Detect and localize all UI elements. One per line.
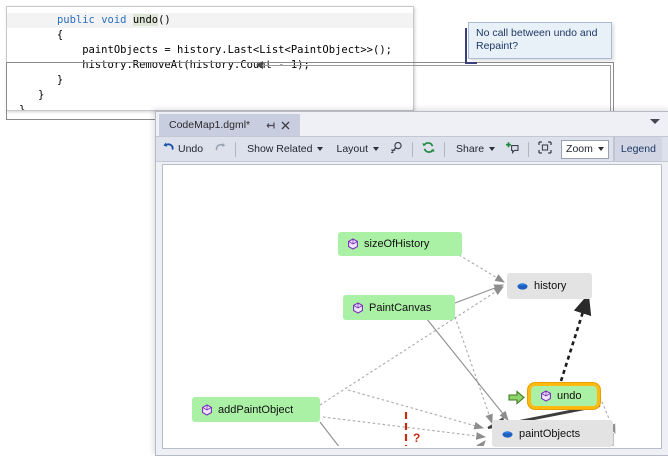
method-icon <box>201 403 213 416</box>
leader-line-horizontal <box>262 65 611 66</box>
zoom-label: Zoom <box>566 143 593 155</box>
toolbar-separator <box>412 141 414 157</box>
pin-icon[interactable] <box>264 119 277 132</box>
refresh-button[interactable] <box>416 139 441 159</box>
method-icon <box>540 390 552 402</box>
graph-node-paintcanvas[interactable]: PaintCanvas <box>343 295 455 320</box>
graph-node-label: history <box>534 280 567 292</box>
callout-note: No call between undo and Repaint? <box>468 22 612 59</box>
codemap-window: CodeMap1.dgml* Undo <box>155 111 668 456</box>
tab-strip: CodeMap1.dgml* <box>156 112 668 136</box>
method-icon <box>347 238 359 250</box>
legend-button[interactable]: Legend <box>614 137 662 161</box>
filter-button[interactable] <box>384 139 409 159</box>
toolbar-separator <box>444 141 446 157</box>
layout-label: Layout <box>336 143 369 155</box>
leader-arrowhead <box>256 61 263 69</box>
graph-node-undo[interactable]: undo <box>508 383 600 409</box>
redo-arrow-icon <box>213 141 227 158</box>
zoom-dropdown[interactable]: Zoom <box>561 139 609 159</box>
tab-label: CodeMap1.dgml* <box>169 119 251 131</box>
graph-node-label: undo <box>557 390 582 402</box>
graph-node-paintobjects[interactable]: paintObjects <box>492 420 613 447</box>
show-related-label: Show Related <box>247 143 313 155</box>
graph-node-addpaintobject[interactable]: addPaintObject <box>192 397 320 422</box>
graph-node-label: PaintCanvas <box>369 301 432 314</box>
show-related-button[interactable]: Show Related <box>239 139 328 159</box>
fit-to-screen-icon <box>537 140 553 158</box>
undo-label: Undo <box>178 143 204 155</box>
field-icon <box>501 428 514 440</box>
graph-node-label: paintObjects <box>519 427 581 440</box>
toolbar-divider <box>612 137 615 161</box>
graph-node-label: sizeOfHistory <box>364 238 430 250</box>
graph-canvas[interactable]: sizeOfHistory history PaintCanvas und <box>162 164 662 449</box>
share-button[interactable]: Share <box>448 139 500 159</box>
refresh-icon <box>421 140 436 158</box>
field-icon <box>516 280 529 292</box>
redo-button[interactable] <box>208 139 232 159</box>
layout-button[interactable]: Layout <box>328 139 384 159</box>
code-line: } <box>19 104 26 111</box>
code-line: public void undo() <box>7 13 413 28</box>
callout-tail-foot <box>465 62 477 64</box>
filter-search-icon <box>389 140 404 158</box>
tab-codemap1-dgml[interactable]: CodeMap1.dgml* <box>159 114 301 136</box>
code-editor-panel[interactable]: public void undo() { paintObjects = hist… <box>6 6 414 111</box>
code-line: { <box>19 29 64 41</box>
graph-node-sizeofhistory[interactable]: sizeOfHistory <box>338 232 462 256</box>
callout-tail <box>465 28 467 64</box>
method-icon <box>352 301 364 314</box>
toolbar-separator <box>528 141 530 157</box>
add-comment-icon <box>505 140 520 158</box>
graph-node-label: addPaintObject <box>218 403 294 416</box>
chevron-down-icon <box>317 147 324 151</box>
code-lines: public void undo() { paintObjects = hist… <box>7 13 413 111</box>
chevron-down-icon <box>489 147 496 151</box>
undo-button[interactable]: Undo <box>156 139 208 159</box>
toolbar: Undo Show Related Layout <box>156 136 668 162</box>
toolbar-separator <box>235 141 237 157</box>
undo-arrow-icon <box>161 141 175 158</box>
chevron-down-icon <box>597 147 604 151</box>
chevron-down-icon <box>373 147 380 151</box>
share-label: Share <box>456 143 485 155</box>
missing-call-question-mark: ? <box>413 431 421 445</box>
close-icon[interactable] <box>279 119 292 132</box>
chevron-down-icon[interactable] <box>650 119 660 124</box>
graph-node-history[interactable]: history <box>507 273 592 299</box>
code-line: } <box>19 89 45 101</box>
green-arrow-icon <box>508 390 525 408</box>
add-comment-button[interactable] <box>500 139 525 159</box>
legend-label: Legend <box>620 143 656 155</box>
code-line: } <box>19 74 64 86</box>
fit-to-screen-button[interactable] <box>532 139 558 159</box>
code-line: paintObjects = history.Last<List<PaintOb… <box>19 44 392 56</box>
